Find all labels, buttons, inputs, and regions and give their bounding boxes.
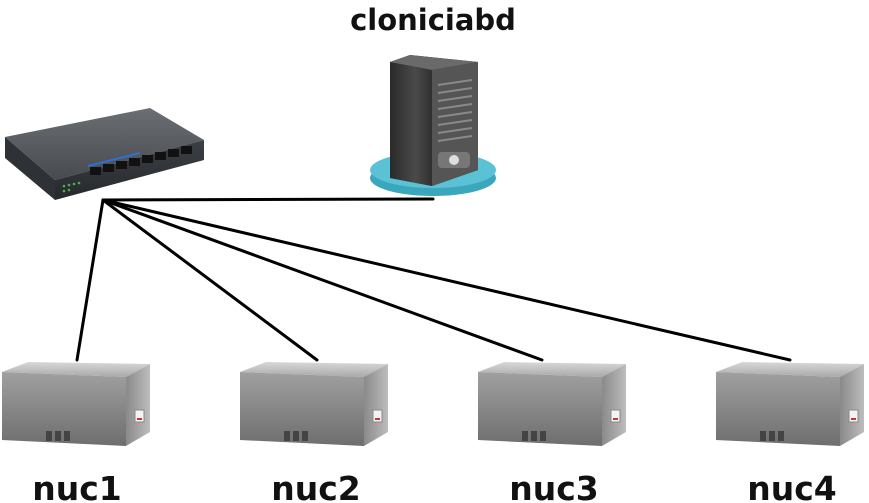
- nuc-node-4: [716, 362, 864, 446]
- nuc1-label: nuc1: [32, 469, 122, 503]
- mini-pc-icon: [478, 362, 626, 446]
- cable-switch-nuc2: [101, 198, 319, 362]
- mini-pc-icon: [240, 362, 388, 446]
- nuc3-label: nuc3: [509, 469, 599, 503]
- nuc2-label: nuc2: [271, 469, 361, 503]
- nuc-node-3: [478, 362, 626, 446]
- nuc-node-2: [240, 362, 388, 446]
- mini-pc-icon: [716, 362, 864, 446]
- cable-switch-server: [101, 197, 435, 202]
- cables: [75, 197, 792, 362]
- nuc-node-1: [2, 362, 150, 446]
- network-switch-icon: [5, 108, 204, 200]
- cable-switch-nuc3: [101, 198, 544, 362]
- cable-switch-nuc1: [75, 198, 105, 362]
- server-icon: [370, 55, 496, 196]
- mini-pc-icon: [2, 362, 150, 446]
- server-label: cloniciabd: [350, 3, 516, 37]
- nuc4-label: nuc4: [747, 469, 837, 503]
- cable-switch-nuc4: [101, 198, 792, 362]
